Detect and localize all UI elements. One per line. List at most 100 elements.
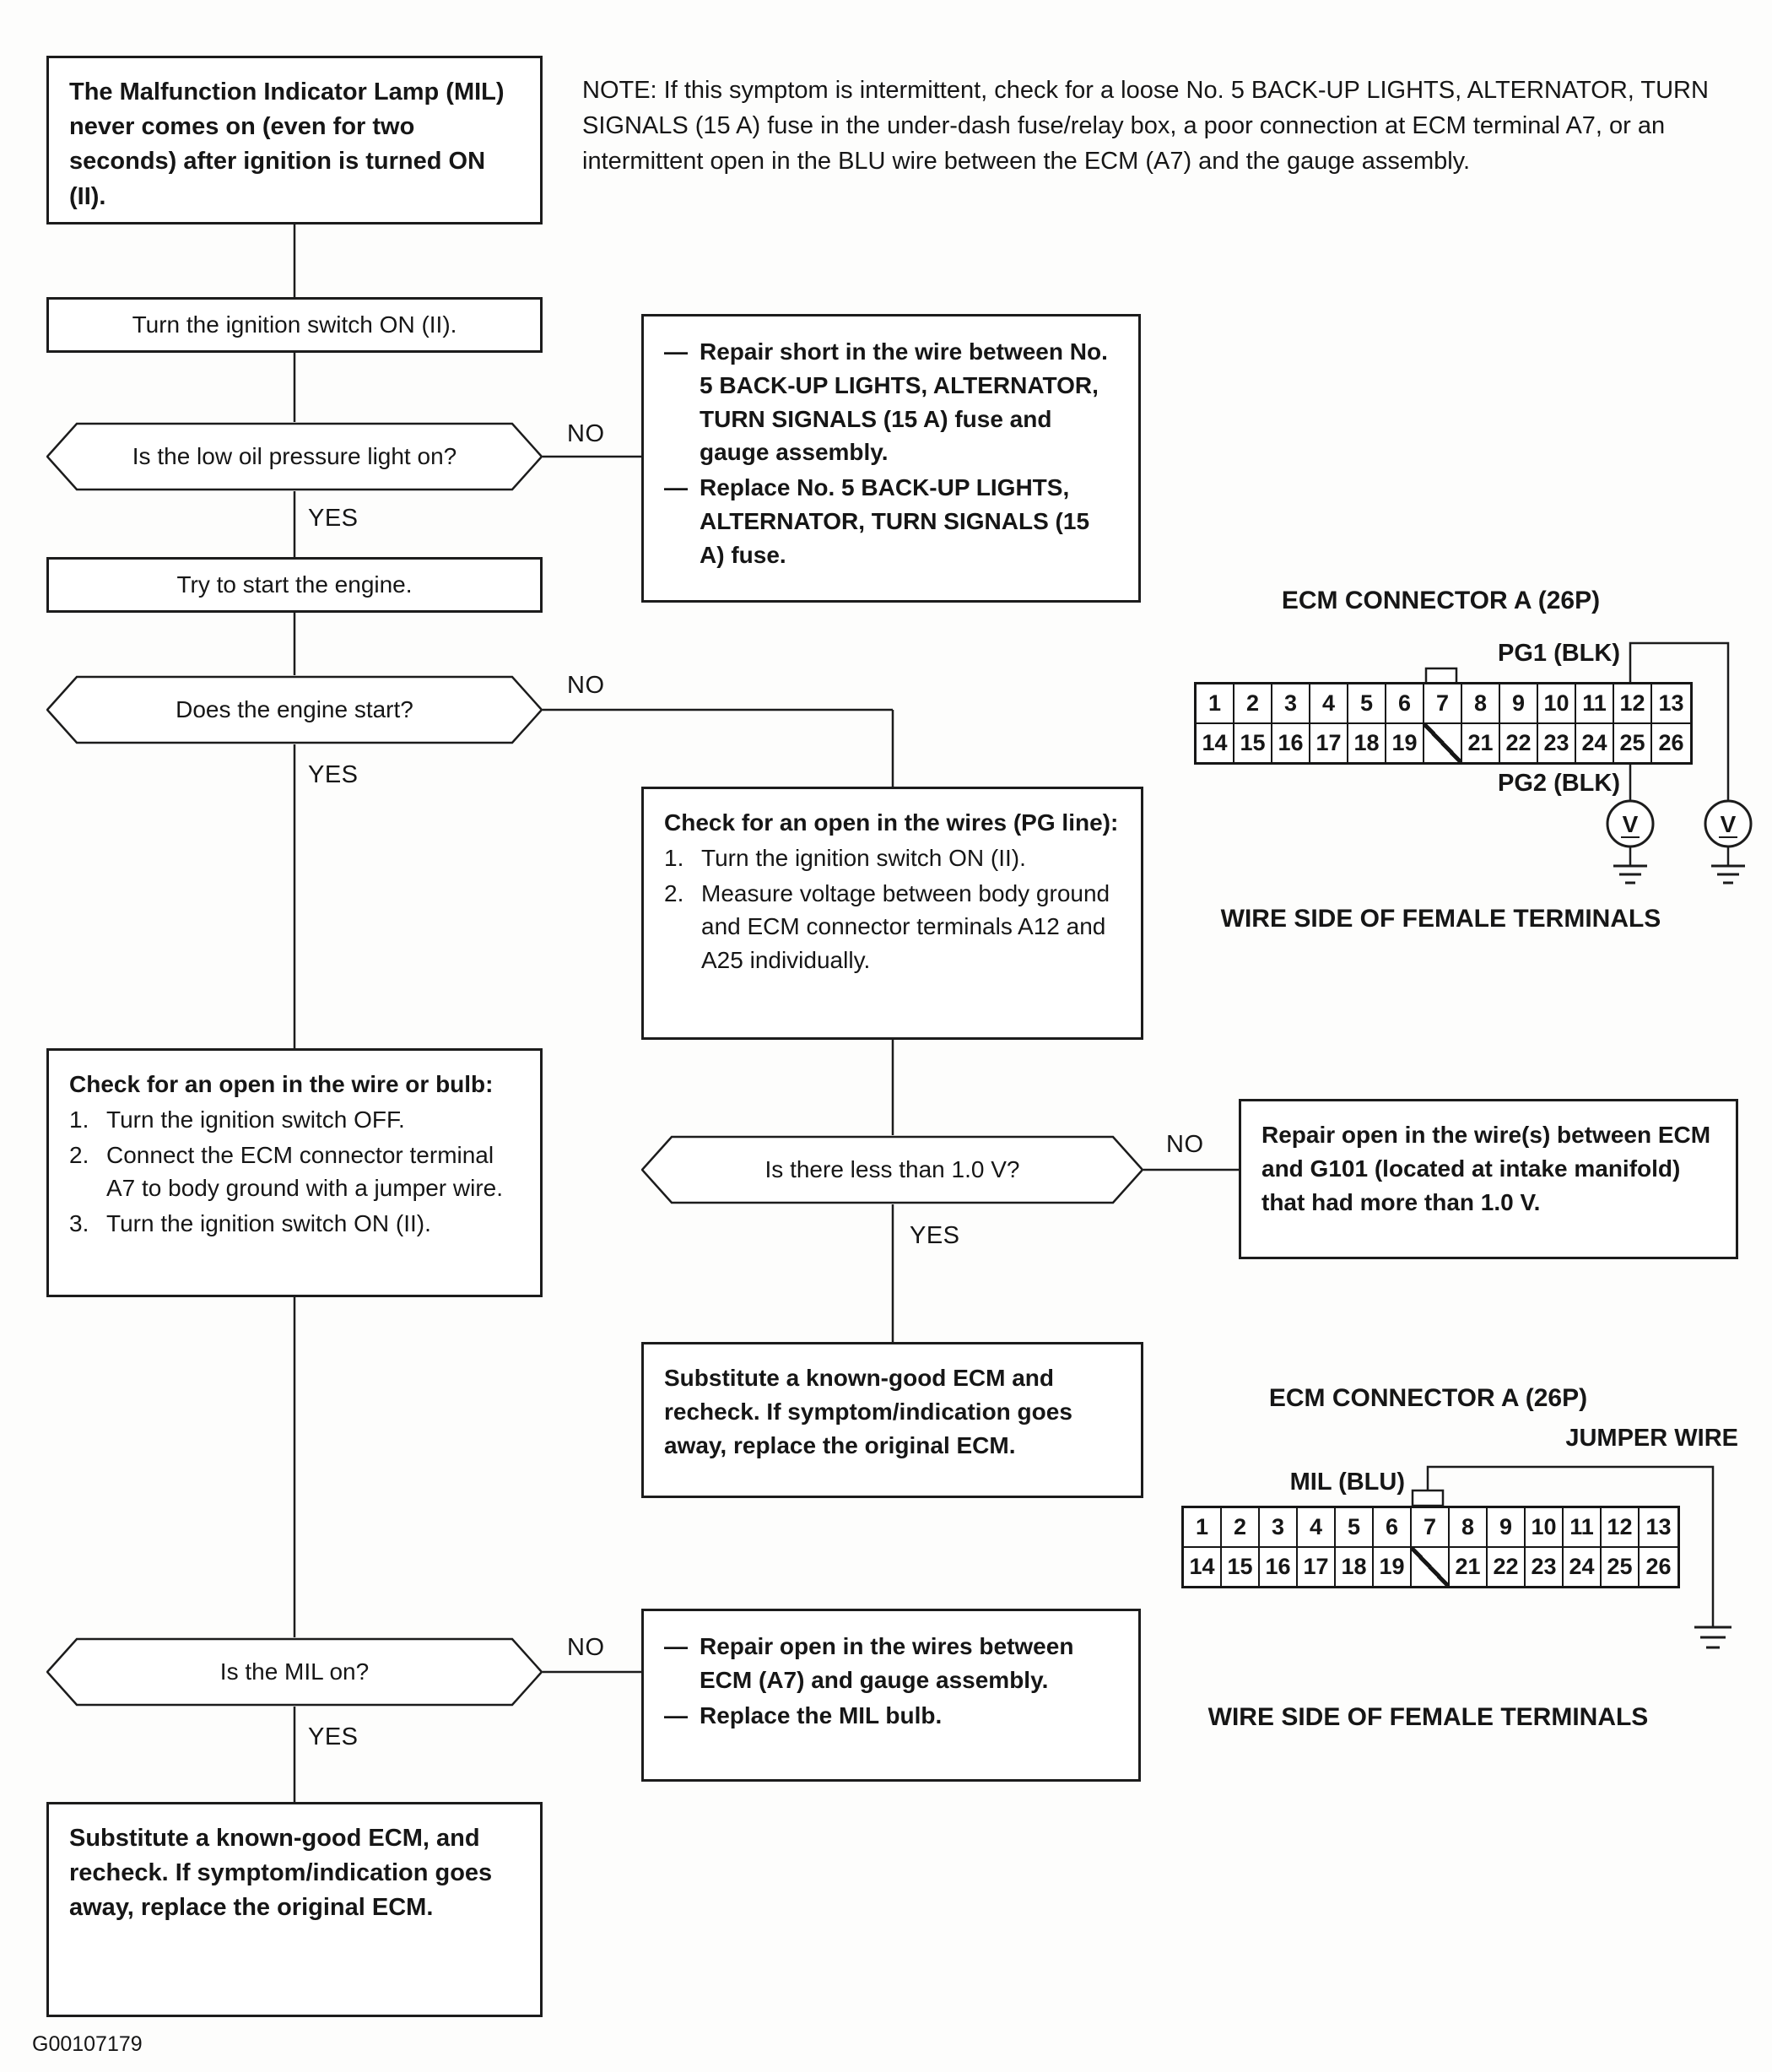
list-item: 1. Turn the ignition switch ON (II).: [664, 841, 1121, 875]
connector2-caption: WIRE SIDE OF FEMALE TERMINALS: [1207, 1703, 1649, 1731]
connector-pin-15: 15: [1222, 1548, 1260, 1586]
jumper-wire-label: JUMPER WIRE: [1565, 1425, 1738, 1452]
connector-pin-12: 12: [1602, 1508, 1640, 1546]
connector-pin-8: 8: [1450, 1508, 1488, 1546]
connector-pin-3: 3: [1272, 684, 1310, 722]
pg-check-box: Check for an open in the wires (PG line)…: [641, 787, 1143, 1040]
connector-pin-22: 22: [1488, 1548, 1526, 1586]
connector-pin-7: 7: [1424, 684, 1462, 722]
pg2-wire: [1629, 764, 1730, 866]
connector-pin-18: 18: [1336, 1548, 1374, 1586]
no-label: NO: [567, 1634, 605, 1661]
connector-pin-21: 21: [1462, 724, 1500, 762]
connector-pin-24: 24: [1564, 1548, 1602, 1586]
connector-pin-17: 17: [1298, 1548, 1336, 1586]
repair-open-g101-box: Repair open in the wire(s) between ECM a…: [1239, 1099, 1738, 1259]
list-item-text: Turn the ignition switch ON (II).: [701, 844, 1026, 871]
yes-label: YES: [910, 1222, 960, 1249]
substitute-ecm-text-2: Substitute a known-good ECM, and recheck…: [69, 1825, 493, 1922]
start-condition-text: The Malfunction Indicator Lamp (MIL) nev…: [69, 78, 505, 210]
decision-shape: [641, 1135, 1143, 1204]
connector-pin-22: 22: [1500, 724, 1538, 762]
step-ignition-on-text: Turn the ignition switch ON (II).: [132, 311, 457, 338]
decision-oil-pressure: Is the low oil pressure light on?: [46, 422, 543, 491]
mil-blu-label: MIL (BLU): [1289, 1469, 1405, 1496]
item-number: 1.: [69, 1106, 89, 1133]
list-item-text: Connect the ECM connector terminal A7 to…: [106, 1141, 504, 1202]
step-start-engine-text: Try to start the engine.: [176, 571, 413, 598]
connector-pin-12: 12: [1614, 684, 1652, 722]
connector-pin-8: 8: [1462, 684, 1500, 722]
substitute-ecm-text-1: Substitute a known-good ECM and recheck.…: [664, 1365, 1072, 1458]
yes-label: YES: [308, 1723, 359, 1750]
connector-pin-25: 25: [1602, 1548, 1640, 1586]
connector-pin-17: 17: [1310, 724, 1348, 762]
connector-pin-25: 25: [1614, 724, 1652, 762]
wire-bulb-check-box: Check for an open in the wire or bulb: 1…: [46, 1048, 543, 1297]
bullet: —: [664, 1633, 688, 1659]
connector1-caption: WIRE SIDE OF FEMALE TERMINALS: [1220, 905, 1661, 933]
connector-pin-16: 16: [1260, 1548, 1298, 1586]
flow-line: [293, 225, 1239, 1802]
ground-icon: [1613, 864, 1745, 885]
decision-shape: [46, 1637, 543, 1707]
connector1-title: ECM CONNECTOR A (26P): [1281, 587, 1601, 614]
repair-open-g101-text: Repair open in the wire(s) between ECM a…: [1261, 1122, 1711, 1215]
voltmeter-icon: [1704, 799, 1753, 848]
item-number: 1.: [664, 844, 684, 871]
decision-engine-start-text: Does the engine start?: [176, 696, 413, 722]
connector-pin-4: 4: [1298, 1508, 1336, 1546]
connector-pin-15: 15: [1234, 724, 1272, 762]
list-item-text: Replace No. 5 BACK-UP LIGHTS, ALTERNATOR…: [700, 474, 1090, 568]
list-item: 2. Connect the ECM connector terminal A7…: [69, 1139, 520, 1206]
connector-pin-3: 3: [1260, 1508, 1298, 1546]
bullet: —: [664, 338, 688, 365]
connector-pin-11: 11: [1576, 684, 1614, 722]
connector-pin-5: 5: [1336, 1508, 1374, 1546]
voltmeter-icon: [1606, 799, 1655, 848]
connector-pin-1: 1: [1197, 684, 1234, 722]
connector-pin-10: 10: [1526, 1508, 1564, 1546]
no-label: NO: [1166, 1131, 1204, 1158]
voltmeter-symbol: V: [1721, 811, 1737, 837]
yes-label: YES: [308, 761, 359, 788]
list-item: 3. Turn the ignition switch ON (II).: [69, 1207, 520, 1241]
connector-pin-5: 5: [1348, 684, 1386, 722]
pg2-label: PG2 (BLK): [1498, 770, 1620, 797]
item-number: 2.: [69, 1141, 89, 1168]
list-item: — Repair open in the wires between ECM (…: [664, 1630, 1118, 1697]
connector-pin-21: 21: [1450, 1548, 1488, 1586]
connector-pin-9: 9: [1500, 684, 1538, 722]
connector-pin-4: 4: [1310, 684, 1348, 722]
item-number: 2.: [664, 879, 684, 906]
list-item: 2. Measure voltage between body ground a…: [664, 877, 1121, 977]
list-item-text: Repair open in the wires between ECM (A7…: [700, 1633, 1074, 1693]
pg1-label: PG1 (BLK): [1498, 640, 1620, 667]
bullet: —: [664, 474, 688, 500]
decision-mil-on-text: Is the MIL on?: [219, 1658, 370, 1685]
connector-pin-19: 19: [1374, 1548, 1412, 1586]
substitute-ecm-box-1: Substitute a known-good ECM and recheck.…: [641, 1342, 1143, 1498]
connector-pin-24: 24: [1576, 724, 1614, 762]
item-number: 3.: [69, 1210, 89, 1236]
connector-pin-10: 10: [1538, 684, 1576, 722]
connector-pin-19: 19: [1386, 724, 1424, 762]
decision-oil-pressure-text: Is the low oil pressure light on?: [132, 443, 457, 469]
wire-bulb-check-title: Check for an open in the wire or bulb:: [69, 1071, 494, 1097]
list-item-text: Turn the ignition switch OFF.: [106, 1106, 405, 1133]
list-item-text: Replace the MIL bulb.: [700, 1701, 943, 1728]
no-label: NO: [567, 420, 605, 447]
connector-pin-1: 1: [1184, 1508, 1222, 1546]
decision-mil-on: Is the MIL on?: [46, 1637, 543, 1707]
connector-missing-pin-20: [1412, 1548, 1450, 1586]
connector-pin-18: 18: [1348, 724, 1386, 762]
decision-engine-start: Does the engine start?: [46, 675, 543, 744]
list-item-text: Turn the ignition switch ON (II).: [106, 1210, 431, 1236]
repair-short-box: — Repair short in the wire between No. 5…: [641, 314, 1141, 603]
